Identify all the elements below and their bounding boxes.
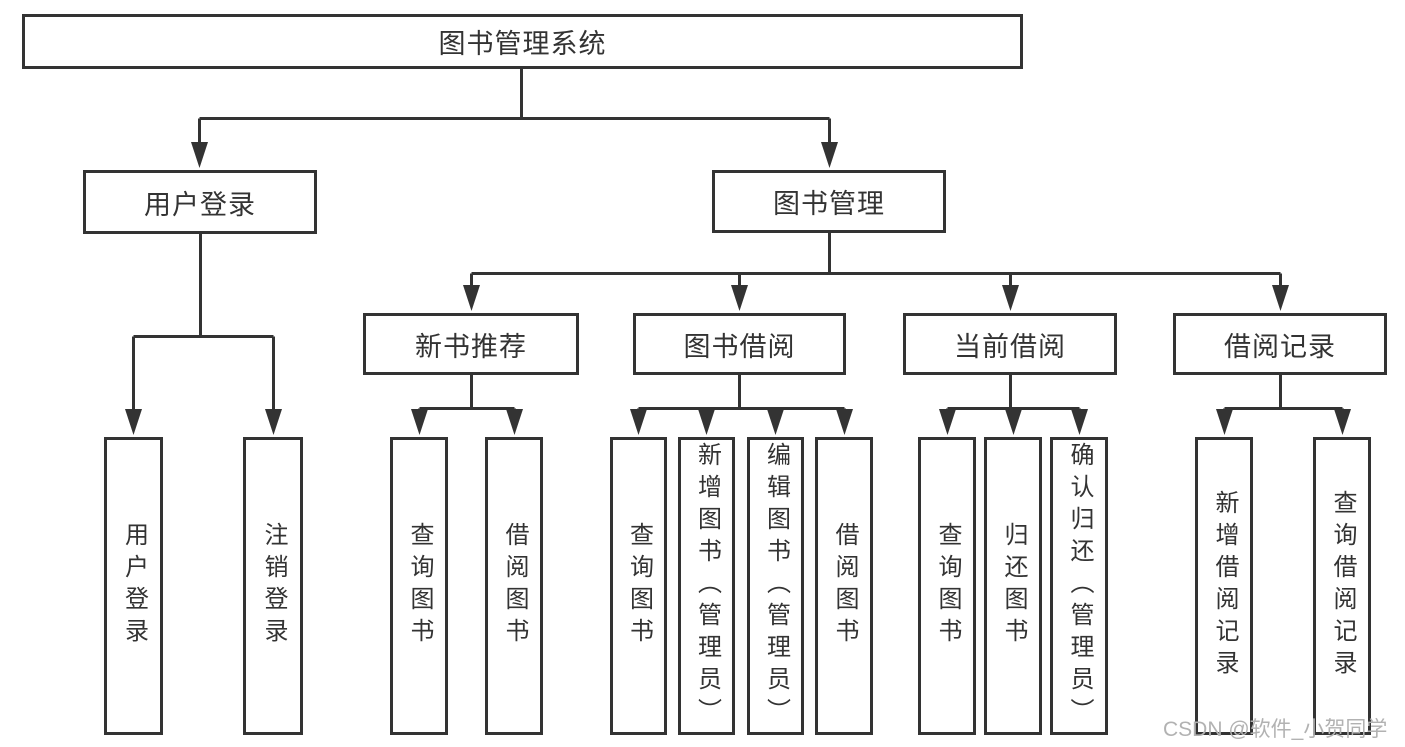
node-query-books-current: 查询图书: [918, 437, 976, 735]
arrowhead-icon: [731, 285, 748, 311]
node-label: 编辑图书（管理员）: [762, 442, 790, 730]
watermark: CSDN @软件_小贺同学: [1163, 718, 1388, 741]
node-label: 归还图书: [1000, 522, 1027, 650]
node-query-books-recommend: 查询图书: [390, 437, 448, 735]
node-label: 查询图书: [934, 522, 961, 650]
arrowhead-icon: [698, 409, 715, 435]
arrowhead-icon: [836, 409, 853, 435]
node-borrow-books-recommend: 借阅图书: [485, 437, 543, 735]
node-label: 查询图书: [625, 522, 653, 650]
arrowhead-icon: [125, 409, 142, 435]
node-library-system: 图书管理系统: [22, 14, 1023, 69]
node-return-books: 归还图书: [984, 437, 1042, 735]
node-logout-action: 注销登录: [243, 437, 303, 735]
node-label: 查询借阅记录: [1329, 490, 1356, 682]
node-label: 借阅图书: [831, 522, 858, 650]
arrowhead-icon: [1216, 409, 1233, 435]
node-new-book-recommend: 新书推荐: [363, 313, 579, 375]
arrowhead-icon: [1005, 409, 1022, 435]
arrowhead-icon: [463, 285, 480, 311]
node-label: 借阅记录: [1224, 331, 1336, 362]
node-label: 新增借阅记录: [1211, 490, 1238, 682]
node-book-borrowing: 图书借阅: [633, 313, 846, 375]
arrowhead-icon: [1002, 285, 1019, 311]
arrowhead-icon: [1071, 409, 1088, 435]
arrowhead-icon: [506, 409, 523, 435]
node-label: 新书推荐: [415, 331, 527, 362]
node-label: 图书借阅: [683, 331, 796, 362]
arrowhead-icon: [265, 409, 282, 435]
node-add-borrow-record: 新增借阅记录: [1195, 437, 1253, 735]
node-current-borrowing: 当前借阅: [903, 313, 1117, 375]
node-user-login: 用户登录: [83, 170, 317, 234]
node-label: 确认归还（管理员）: [1066, 442, 1093, 730]
node-query-books-borrowing: 查询图书: [610, 437, 667, 735]
node-user-login-action: 用户登录: [104, 437, 163, 735]
arrowhead-icon: [767, 409, 784, 435]
node-label: 借阅图书: [501, 522, 528, 650]
node-query-borrow-record: 查询借阅记录: [1313, 437, 1371, 735]
node-add-book-admin: 新增图书（管理员）: [678, 437, 735, 735]
node-label: 图书管理系统: [438, 29, 607, 59]
arrowhead-icon: [630, 409, 647, 435]
arrowhead-icon: [411, 409, 428, 435]
arrowhead-icon: [191, 142, 208, 168]
node-label: 查询图书: [406, 522, 433, 650]
arrowhead-icon: [939, 409, 956, 435]
node-borrow-books-borrowing: 借阅图书: [815, 437, 873, 735]
node-label: 当前借阅: [954, 331, 1066, 362]
node-label: 用户登录: [120, 522, 148, 650]
node-label: 注销登录: [260, 522, 287, 650]
node-label: 图书管理: [773, 189, 885, 219]
node-confirm-return-admin: 确认归还（管理员）: [1050, 437, 1108, 735]
node-label: 新增图书（管理员）: [693, 442, 721, 730]
arrowhead-icon: [1334, 409, 1351, 435]
node-label: 用户登录: [144, 189, 256, 220]
node-book-management: 图书管理: [712, 170, 946, 233]
arrowhead-icon: [821, 142, 838, 168]
node-borrowing-records: 借阅记录: [1173, 313, 1387, 375]
node-edit-book-admin: 编辑图书（管理员）: [747, 437, 804, 735]
arrowhead-icon: [1272, 285, 1289, 311]
